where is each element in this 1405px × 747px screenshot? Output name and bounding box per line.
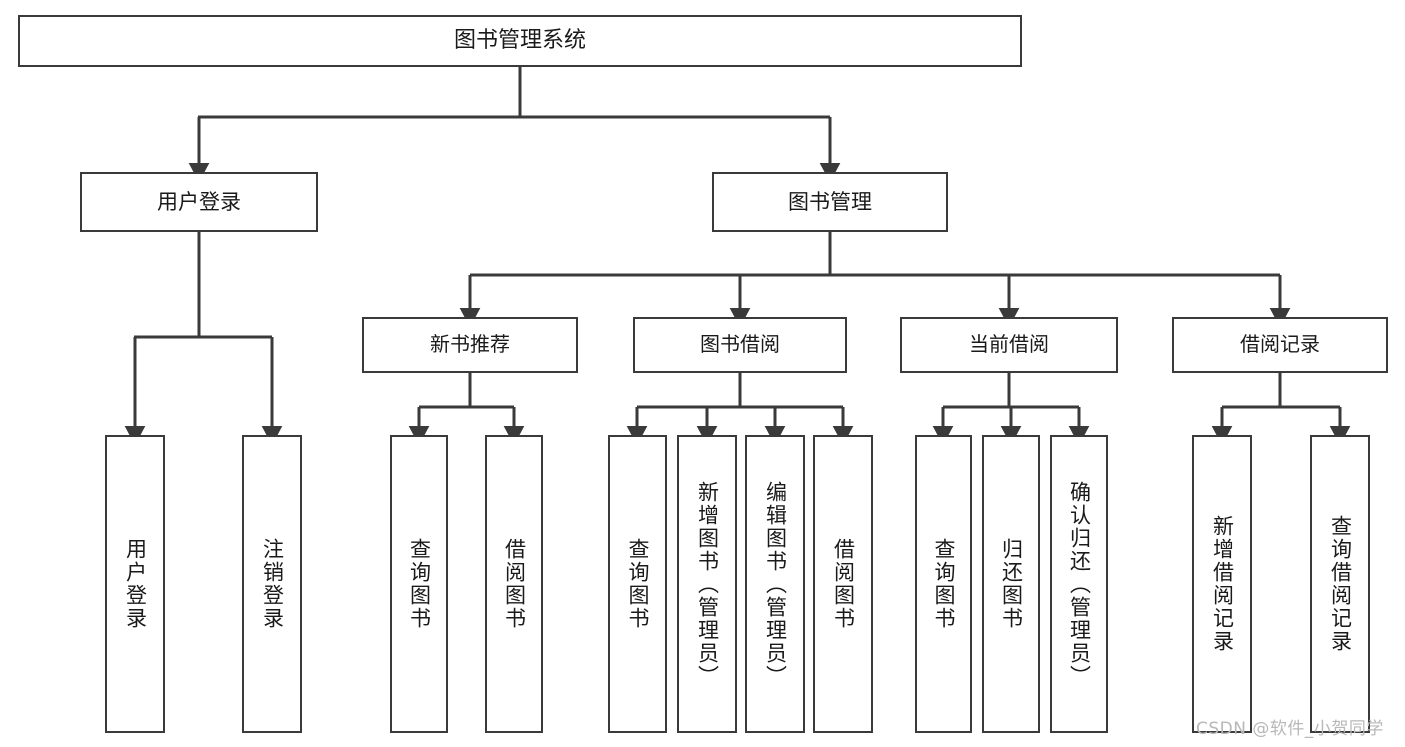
node-label: 确认归还（管理员） [1067,480,1092,688]
node-label: 新增图书（管理员） [695,480,720,688]
node-l3-0[interactable]: 新书推荐 [362,317,578,373]
node-label: 图书管理系统 [453,28,586,54]
node-leaf-12[interactable]: 查询借阅记录 [1310,435,1370,733]
node-label: 新增借阅记录 [1210,515,1235,653]
node-label: 新书推荐 [430,332,510,357]
node-label: 图书管理 [788,189,872,214]
node-label: 编辑图书（管理员） [763,480,788,688]
node-label: 注销登录 [260,538,285,630]
node-label: 归还图书 [999,538,1024,630]
node-label: 借阅图书 [502,538,527,630]
node-label: 当前借阅 [969,332,1049,357]
node-label: 图书借阅 [700,332,780,357]
node-label: 用户登录 [123,538,148,630]
node-leaf-0[interactable]: 用户登录 [105,435,165,733]
node-leaf-8[interactable]: 查询图书 [915,435,972,733]
node-label: 用户登录 [157,189,241,214]
node-l3-3[interactable]: 借阅记录 [1172,317,1388,373]
node-leaf-11[interactable]: 新增借阅记录 [1192,435,1252,733]
node-leaf-9[interactable]: 归还图书 [982,435,1040,733]
node-leaf-4[interactable]: 查询图书 [608,435,667,733]
node-l3-2[interactable]: 当前借阅 [900,317,1118,373]
node-leaf-5[interactable]: 新增图书（管理员） [677,435,737,733]
csdn-watermark: CSDN @软件_小贺同学 [1196,719,1384,739]
node-label: 查询图书 [626,538,650,630]
node-l2-0[interactable]: 用户登录 [80,172,318,232]
node-leaf-7[interactable]: 借阅图书 [813,435,873,733]
node-l2-1[interactable]: 图书管理 [712,172,948,232]
node-label: 借阅记录 [1240,332,1320,357]
node-label: 查询图书 [407,538,432,630]
node-leaf-1[interactable]: 注销登录 [242,435,302,733]
node-label: 查询图书 [932,538,956,630]
node-leaf-2[interactable]: 查询图书 [390,435,448,733]
node-l3-1[interactable]: 图书借阅 [633,317,847,373]
node-leaf-3[interactable]: 借阅图书 [485,435,543,733]
node-root-0[interactable]: 图书管理系统 [18,15,1022,67]
node-label: 借阅图书 [831,538,856,630]
node-leaf-10[interactable]: 确认归还（管理员） [1050,435,1108,733]
node-label: 查询借阅记录 [1328,515,1353,653]
node-leaf-6[interactable]: 编辑图书（管理员） [745,435,805,733]
